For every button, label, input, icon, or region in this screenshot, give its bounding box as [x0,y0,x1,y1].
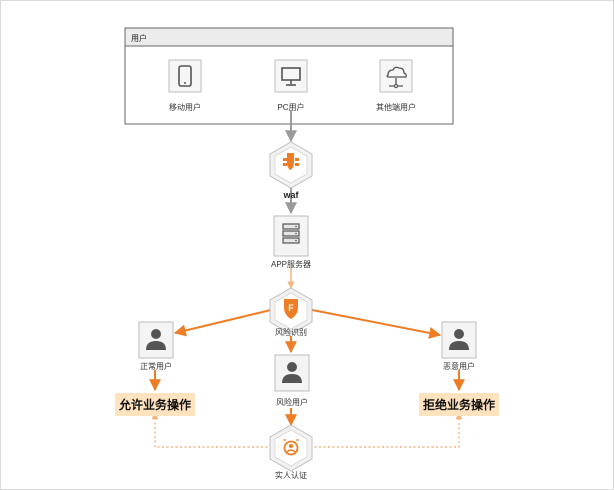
monitor-icon [274,59,308,93]
risk-shield-icon: F [269,287,313,335]
mobile-user-label: 移动用户 [169,103,201,112]
risk-user-icon [274,354,310,392]
deny-operation-badge: 拒绝业务操作 [418,393,500,416]
app-server-label: APP服务器 [270,260,312,269]
allow-operation-badge: 允许业务操作 [114,393,196,416]
malicious-user-label: 恶意用户 [443,362,475,371]
arrow-risk-to-malicious [306,308,442,339]
other-user-label: 其他端用户 [376,103,416,112]
mobile-phone-icon [168,59,202,93]
risk-user-label: 风险用户 [276,398,308,407]
users-group-title: 用户 [131,34,147,43]
normal-user-label: 正常用户 [140,362,172,371]
face-auth-icon [269,424,313,472]
server-rack-icon [273,215,309,257]
pc-user-label: PC用户 [277,103,305,112]
dotted-auth-to-allow [151,412,272,448]
dotted-auth-to-deny [310,412,463,448]
arrow-risk-to-normal [173,308,276,337]
waf-label: waf [283,190,299,200]
malicious-user-icon [441,321,477,359]
waf-shield-icon [269,141,313,189]
normal-user-icon [138,321,174,359]
cloud-device-icon [379,59,413,93]
real-name-auth-label: 实人认证 [275,471,307,480]
svg-text:F: F [288,303,294,313]
risk-identify-label: 风险识别 [275,328,307,337]
